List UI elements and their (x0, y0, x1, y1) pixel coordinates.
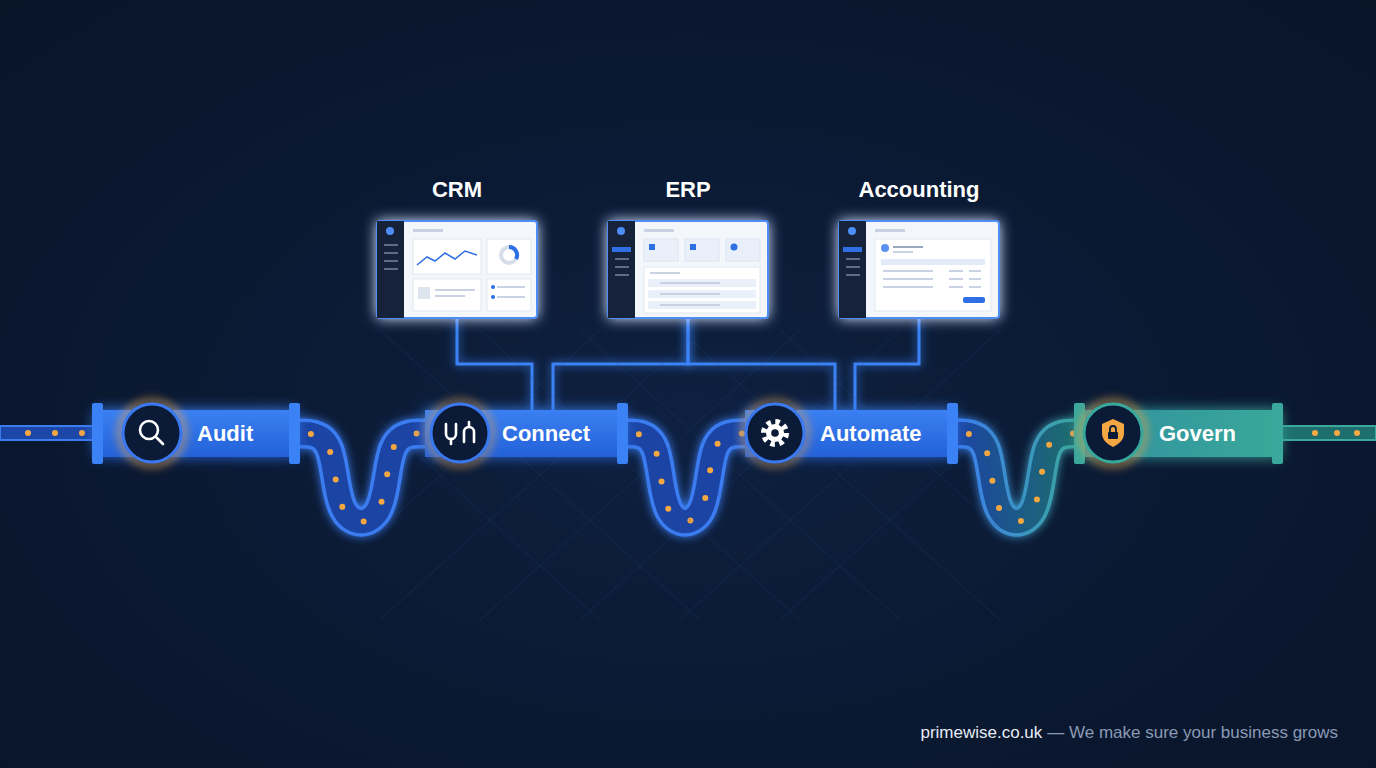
accounting-screenshot (839, 221, 999, 318)
icon-discs (120, 401, 1145, 465)
gear-icon (764, 422, 786, 444)
crm-screenshot (377, 221, 537, 318)
app-title: CRM (377, 172, 537, 208)
data-link (855, 318, 919, 410)
pipe-flanges (92, 403, 1283, 464)
stage-band: Automate (745, 410, 955, 457)
app-card: CRM (377, 172, 537, 318)
connector-group (457, 318, 532, 410)
flow-dots (297, 434, 425, 522)
footer: primewise.co.uk — We make sure your busin… (920, 723, 1338, 743)
data-link (553, 318, 688, 410)
stage-band: Audit (95, 410, 297, 457)
app-title: ERP (608, 172, 768, 208)
shield-lock-icon (1102, 419, 1124, 447)
stage-label: Connect (502, 410, 590, 457)
data-link (688, 318, 835, 410)
connector-group (553, 318, 688, 410)
data-link (457, 318, 532, 410)
stage-label: Automate (820, 410, 921, 457)
outlet-pipe (1275, 426, 1376, 440)
app-title: Accounting (839, 172, 999, 208)
stage-band: Govern (1078, 410, 1280, 457)
floor-grid (380, 330, 1000, 620)
app-card: ERP (608, 172, 768, 318)
pipe-core (297, 434, 425, 522)
connector-group (688, 318, 835, 410)
inlet-pipe (0, 426, 100, 440)
stage-band: Connect (425, 410, 625, 457)
connector-group (297, 434, 425, 522)
pipe-bend (297, 434, 425, 522)
app-card: Accounting (839, 172, 999, 318)
pipe-core (955, 434, 1078, 522)
flow-dots (955, 434, 1078, 522)
connector-group (955, 434, 1078, 522)
search-icon (140, 421, 163, 444)
stage-label: Audit (197, 410, 253, 457)
site-url: primewise.co.uk (920, 723, 1042, 742)
stage-label: Govern (1159, 410, 1236, 457)
connector-group (855, 318, 919, 410)
erp-screenshot (608, 221, 768, 318)
tagline: — We make sure your business grows (1047, 723, 1338, 742)
pipe-bend (955, 434, 1078, 522)
plug-icon (446, 422, 474, 444)
